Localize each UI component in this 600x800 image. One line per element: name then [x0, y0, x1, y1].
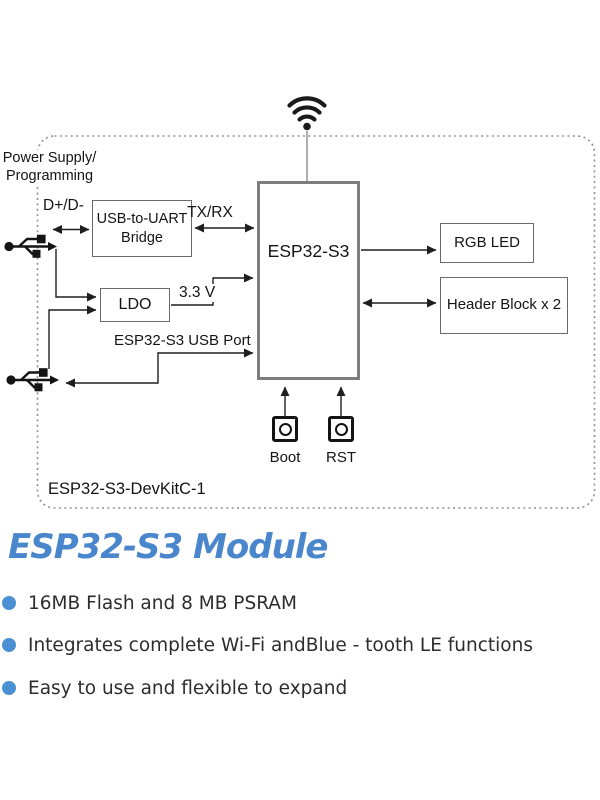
usb-connector-icon	[4, 234, 57, 258]
module-title: ESP32-S3 Module	[8, 527, 328, 567]
feature-item: 16MB Flash and 8 MB PSRAM	[2, 592, 297, 614]
rst-button-knob-icon	[334, 422, 348, 436]
rgb-led-label: RGB LED	[454, 233, 520, 251]
board-outline-dashed-border	[36, 135, 596, 509]
ldo-input-line-1	[55, 249, 97, 302]
usb-port-line-lower	[65, 352, 159, 388]
feature-item: Integrates complete Wi-Fi andBlue - toot…	[2, 634, 533, 656]
v33-label: 3.3 V	[177, 284, 218, 302]
header-block-label: Header Block x 2	[446, 296, 562, 314]
txrx-label: TX/RX	[187, 204, 233, 221]
boot-button-label: Boot	[269, 449, 301, 466]
usb-uart-bridge-label-line2: Bridge	[121, 229, 163, 246]
power-supply-label: Power Supply/ Programming	[0, 150, 99, 186]
bullet-dot-icon	[2, 596, 16, 610]
data-lines-label: D+/D-	[43, 197, 84, 214]
ldo-input-line-2	[48, 305, 97, 369]
feature-text: 16MB Flash and 8 MB PSRAM	[28, 592, 297, 614]
feature-text: Integrates complete Wi-Fi andBlue - toot…	[28, 634, 533, 656]
bullet-dot-icon	[2, 638, 16, 652]
boot-button-knob-icon	[278, 422, 292, 436]
rgb-led-block: RGB LED	[440, 223, 534, 263]
usb-uart-bridge-label-line1: USB-to-UART	[96, 211, 188, 228]
wifi-icon	[287, 96, 327, 131]
rst-button	[328, 416, 354, 442]
feature-item: Easy to use and flexible to expand	[2, 677, 347, 699]
feature-text: Easy to use and flexible to expand	[28, 677, 348, 699]
board-name-label: ESP32-S3-DevKitC-1	[48, 480, 206, 498]
header-block-block: Header Block x 2	[440, 277, 568, 334]
bullet-dot-icon	[2, 681, 16, 695]
boot-button	[272, 416, 298, 442]
ldo-block: LDO	[100, 288, 170, 322]
ldo-label: LDO	[118, 296, 152, 313]
esp32-s3-block: ESP32-S3	[257, 181, 360, 380]
usb-port-label: ESP32-S3 USB Port	[114, 332, 251, 349]
usb-connector-icon	[6, 368, 59, 392]
esp32-label: ESP32-S3	[267, 241, 350, 261]
usb-uart-bridge-block: USB-to-UART Bridge	[92, 200, 192, 257]
block-diagram-canvas	[4, 96, 596, 509]
rst-button-label: RST	[326, 449, 356, 466]
